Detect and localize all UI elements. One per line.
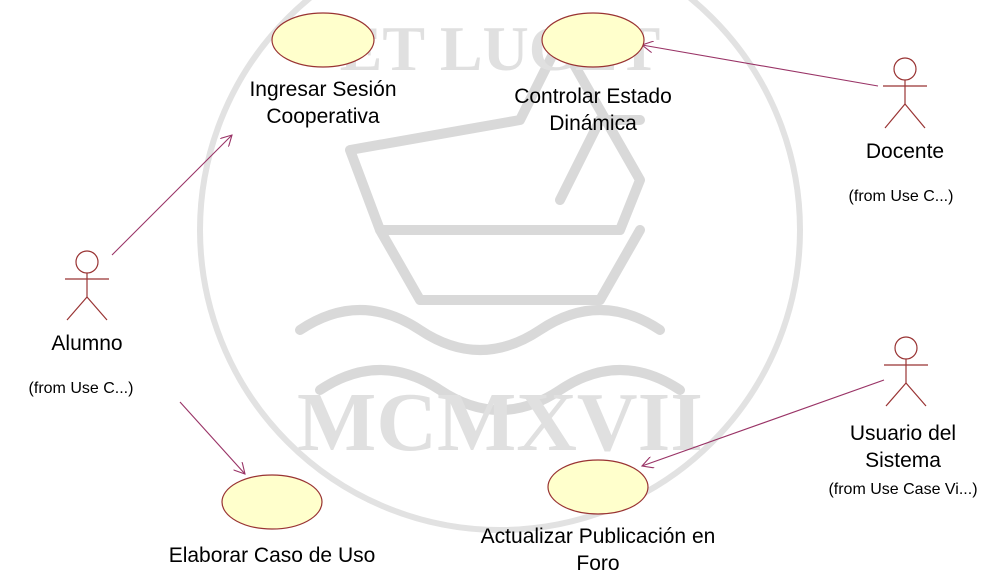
use-case-controlar-estado[interactable]: Controlar Estado Dinámica bbox=[514, 12, 672, 135]
use-case-ellipse bbox=[541, 12, 645, 68]
use-case-label: Actualizar Publicación en bbox=[481, 525, 716, 548]
actor-from-note: (from Use C...) bbox=[29, 380, 134, 397]
actor-left-leg bbox=[884, 103, 906, 129]
watermark-outer-ring bbox=[197, 0, 803, 533]
actor-name: Sistema bbox=[865, 449, 941, 472]
use-case-ellipse bbox=[271, 12, 375, 68]
watermark-flag bbox=[555, 115, 645, 205]
use-case-ellipse bbox=[221, 474, 323, 530]
actor-right-leg bbox=[904, 103, 926, 129]
actor-head bbox=[893, 57, 917, 81]
use-case-label: Ingresar Sesión bbox=[249, 78, 396, 101]
watermark-wave-2 bbox=[315, 365, 685, 415]
watermark-hull bbox=[375, 225, 645, 305]
actor-head bbox=[894, 336, 918, 360]
association-usuario-actualizar bbox=[642, 379, 885, 466]
actor-docente[interactable]: Docente (from Use C...) bbox=[849, 57, 954, 205]
actor-head bbox=[75, 250, 99, 274]
actor-left-leg bbox=[66, 296, 88, 321]
use-case-label: Dinámica bbox=[549, 112, 637, 135]
watermark-wave-1 bbox=[295, 305, 665, 355]
use-case-label: Foro bbox=[576, 552, 619, 575]
use-case-label: Cooperativa bbox=[266, 105, 380, 128]
actor-right-leg bbox=[905, 382, 927, 407]
use-case-ellipse bbox=[547, 459, 649, 515]
use-case-label: Controlar Estado bbox=[514, 85, 672, 108]
watermark-bottom-text: MCMXVII bbox=[297, 376, 703, 469]
actor-name: Docente bbox=[866, 140, 944, 163]
association-alumno-ingresar bbox=[111, 135, 232, 256]
use-case-ingresar-sesion[interactable]: Ingresar Sesión Cooperativa bbox=[249, 12, 397, 128]
actor-alumno[interactable]: Alumno (from Use C...) bbox=[29, 250, 134, 397]
use-case-elaborar-caso[interactable]: Elaborar Caso de Uso bbox=[169, 474, 376, 567]
association-docente-controlar bbox=[642, 45, 879, 87]
actor-from-note: (from Use Case Vi...) bbox=[828, 481, 977, 498]
use-case-actualizar-publicacion[interactable]: Actualizar Publicación en Foro bbox=[481, 459, 716, 575]
actor-left-leg bbox=[885, 382, 907, 407]
use-case-label: Elaborar Caso de Uso bbox=[169, 544, 376, 567]
actor-name: Usuario del bbox=[850, 422, 956, 445]
actor-name: Alumno bbox=[51, 332, 122, 355]
actor-from-note: (from Use C...) bbox=[849, 188, 954, 205]
actor-right-leg bbox=[86, 296, 108, 321]
association-alumno-elaborar bbox=[179, 401, 245, 474]
actor-usuario-del-sistema[interactable]: Usuario del Sistema (from Use Case Vi...… bbox=[828, 336, 978, 498]
